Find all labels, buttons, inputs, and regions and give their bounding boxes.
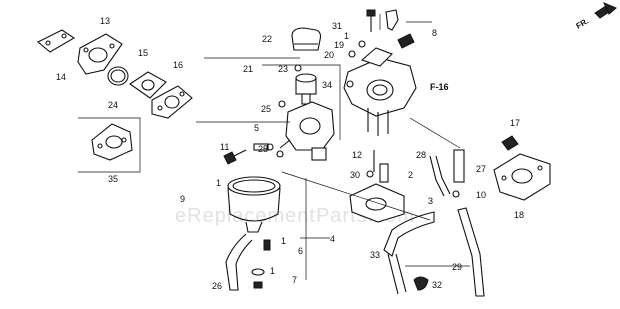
callout-17: 17 bbox=[510, 118, 520, 128]
callout-34: 34 bbox=[322, 80, 332, 90]
callout-26: 26 bbox=[212, 281, 222, 291]
screw-23-part bbox=[294, 64, 302, 72]
callout-5: 5 bbox=[254, 123, 259, 133]
callout-1a: 1 bbox=[344, 31, 349, 41]
screw-25b-part bbox=[276, 150, 284, 158]
callout-8: 8 bbox=[432, 28, 437, 38]
callout-15: 15 bbox=[138, 48, 148, 58]
callout-16: 16 bbox=[173, 60, 183, 70]
callout-29: 29 bbox=[452, 262, 462, 272]
drain-tube-26-part bbox=[225, 233, 253, 291]
callout-1b: 1 bbox=[216, 178, 221, 188]
callout-3: 3 bbox=[428, 196, 433, 206]
callout-7: 7 bbox=[292, 275, 297, 285]
orientation-label: FR. bbox=[575, 16, 591, 30]
o-ring-part bbox=[107, 66, 129, 86]
section-ref: F-16 bbox=[430, 82, 449, 92]
callout-25a: 25 bbox=[261, 104, 271, 114]
callout-24: 24 bbox=[108, 100, 118, 110]
callout-2: 2 bbox=[408, 170, 413, 180]
callout-31: 31 bbox=[332, 21, 342, 31]
screw-11-part bbox=[223, 149, 247, 165]
throttle-lever-part bbox=[385, 9, 399, 31]
callout-35: 35 bbox=[108, 174, 118, 184]
drain-screw-6-part bbox=[263, 239, 271, 251]
fuel-tube-29-part bbox=[457, 207, 485, 297]
callout-20: 20 bbox=[324, 50, 334, 60]
washer-20-part bbox=[348, 50, 356, 58]
screw-19-part bbox=[358, 40, 366, 48]
fuel-joint-2-part bbox=[379, 163, 389, 183]
callout-27: 27 bbox=[476, 164, 486, 174]
insulator-gasket-part bbox=[37, 29, 76, 53]
callout-13: 13 bbox=[100, 16, 110, 26]
callout-19: 19 bbox=[334, 40, 344, 50]
clip-32-part bbox=[413, 276, 429, 291]
carburetor-body-part bbox=[279, 101, 335, 161]
carburetor-gasket-part bbox=[151, 85, 193, 119]
callout-labels: 13 14 15 16 24 35 22 21 23 34 25 5 25 11… bbox=[56, 16, 524, 291]
screw-31-part bbox=[366, 9, 376, 32]
callout-14: 14 bbox=[56, 72, 66, 82]
callout-11: 11 bbox=[220, 142, 229, 152]
callout-30: 30 bbox=[350, 170, 360, 180]
pilot-screw-5-part bbox=[253, 143, 274, 151]
throttle-body-part bbox=[343, 47, 417, 136]
throttle-cap-part bbox=[291, 27, 322, 51]
callout-4: 4 bbox=[330, 234, 335, 244]
callout-33: 33 bbox=[370, 250, 380, 260]
callout-28: 28 bbox=[416, 150, 426, 160]
carburetor-insulator-part bbox=[77, 33, 123, 75]
callout-23: 23 bbox=[278, 64, 288, 74]
callout-21: 21 bbox=[243, 64, 253, 74]
callout-18: 18 bbox=[514, 210, 524, 220]
fuel-line-27-part bbox=[453, 149, 465, 183]
callout-1d: 1 bbox=[270, 266, 275, 276]
air-cleaner-elbow-part bbox=[91, 123, 133, 161]
callout-9: 9 bbox=[180, 194, 185, 204]
callout-1c: 1 bbox=[281, 236, 286, 246]
callout-10: 10 bbox=[476, 190, 486, 200]
screw-25a-part bbox=[278, 100, 286, 108]
callout-32: 32 bbox=[432, 280, 442, 290]
clip-8-part bbox=[397, 33, 415, 49]
callout-25b: 25 bbox=[258, 144, 268, 154]
callout-12: 12 bbox=[352, 150, 362, 160]
fuel-tube-33-part bbox=[383, 211, 435, 295]
insulator-plate-part bbox=[129, 71, 167, 99]
callout-22: 22 bbox=[262, 34, 272, 44]
screw-30-part bbox=[366, 150, 375, 178]
clip-10-part bbox=[452, 190, 460, 198]
front-direction-arrow-icon bbox=[594, 2, 617, 19]
screw-17-part bbox=[501, 135, 519, 151]
screw-7-part bbox=[251, 268, 265, 289]
fuel-line-28-part bbox=[429, 155, 451, 197]
float-chamber-part bbox=[227, 176, 281, 233]
solenoid-valve-part bbox=[295, 73, 317, 105]
gasket-18-part bbox=[493, 153, 551, 201]
callout-6: 6 bbox=[298, 246, 303, 256]
